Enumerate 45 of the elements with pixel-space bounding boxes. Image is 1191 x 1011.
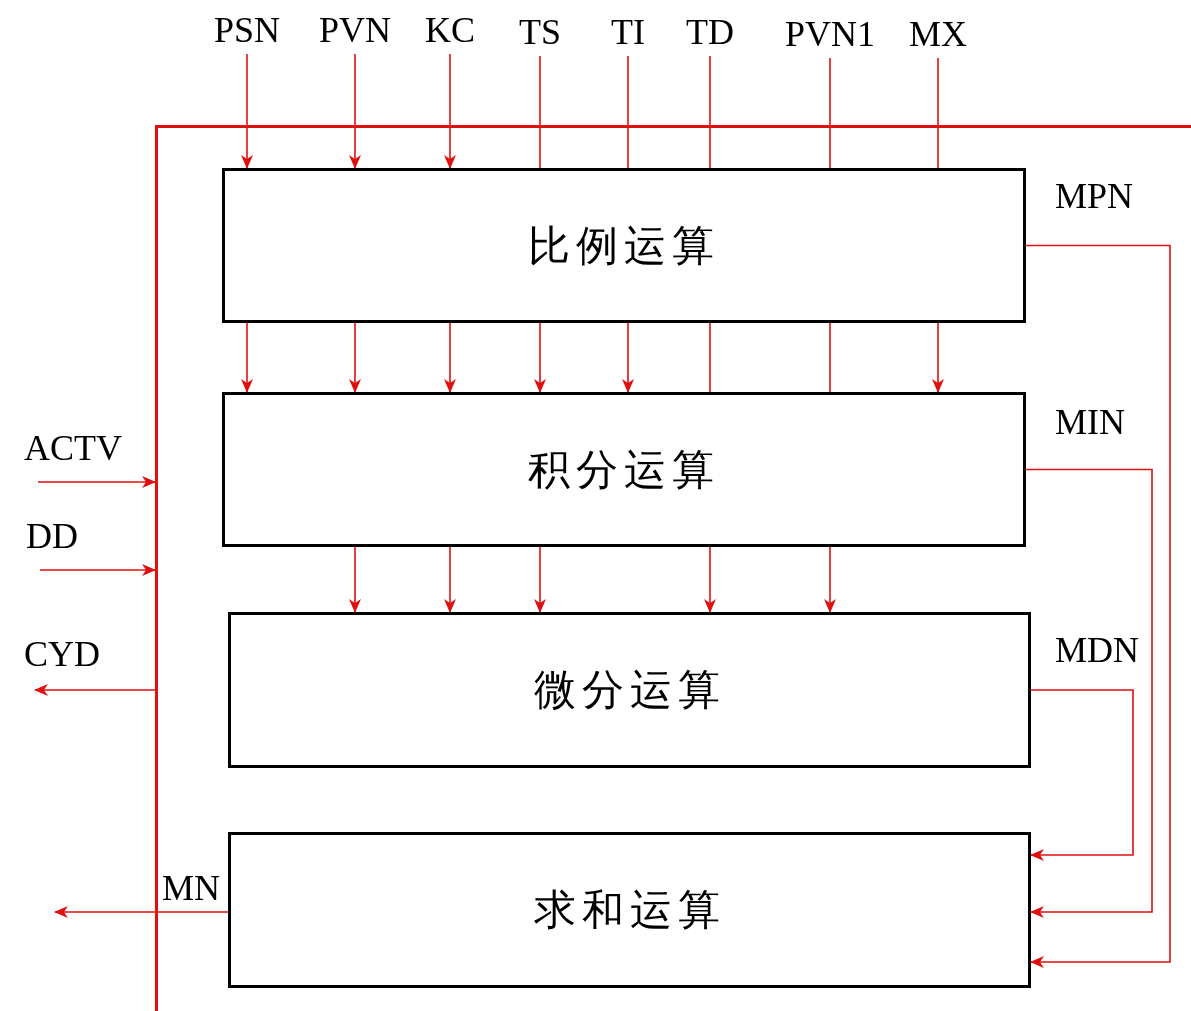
edge-label: ACTV [24, 430, 122, 466]
arrow [824, 546, 836, 613]
arrow [241, 53, 253, 169]
signal-label: TS [510, 8, 570, 56]
arrow [37, 476, 156, 488]
frame-outline [155, 125, 1191, 1011]
signal-label: PSN [207, 6, 287, 54]
process-box [228, 612, 1031, 768]
arrow [241, 322, 253, 393]
edge-label: MIN [1055, 404, 1125, 440]
process-box [228, 832, 1031, 988]
box-label: 积分运算 [528, 445, 720, 495]
arrow [932, 322, 944, 393]
arrow [704, 546, 716, 613]
arrow [349, 546, 361, 613]
arrow [1025, 244, 1171, 968]
arrow [39, 564, 156, 576]
box-label: 微分运算 [533, 666, 726, 715]
arrow [349, 322, 361, 393]
signal-label: KC [420, 6, 480, 54]
signal-label: TD [680, 8, 740, 56]
arrow [622, 322, 634, 393]
box-label: 求和运算 [533, 886, 726, 935]
edge-label: CYD [24, 636, 100, 672]
signal-label: PVN [315, 6, 395, 54]
edge-label: MN [162, 870, 220, 906]
signal-label: PVN1 [775, 10, 885, 58]
arrow [349, 53, 361, 169]
process-box [222, 392, 1026, 547]
edge-label: DD [26, 518, 78, 554]
signal-label: MX [903, 10, 973, 58]
arrow [444, 53, 456, 169]
edge-label: MDN [1055, 632, 1139, 668]
arrow [54, 906, 229, 918]
arrow [34, 684, 156, 696]
arrow [444, 322, 456, 393]
arrow [1025, 468, 1153, 918]
arrow [1030, 689, 1134, 861]
box-label: 比例运算 [528, 221, 720, 271]
arrow [534, 546, 546, 613]
arrow [444, 546, 456, 613]
edge-label: MPN [1055, 178, 1134, 214]
arrow [534, 322, 546, 393]
signal-label: TI [598, 8, 658, 56]
process-box [222, 168, 1026, 323]
